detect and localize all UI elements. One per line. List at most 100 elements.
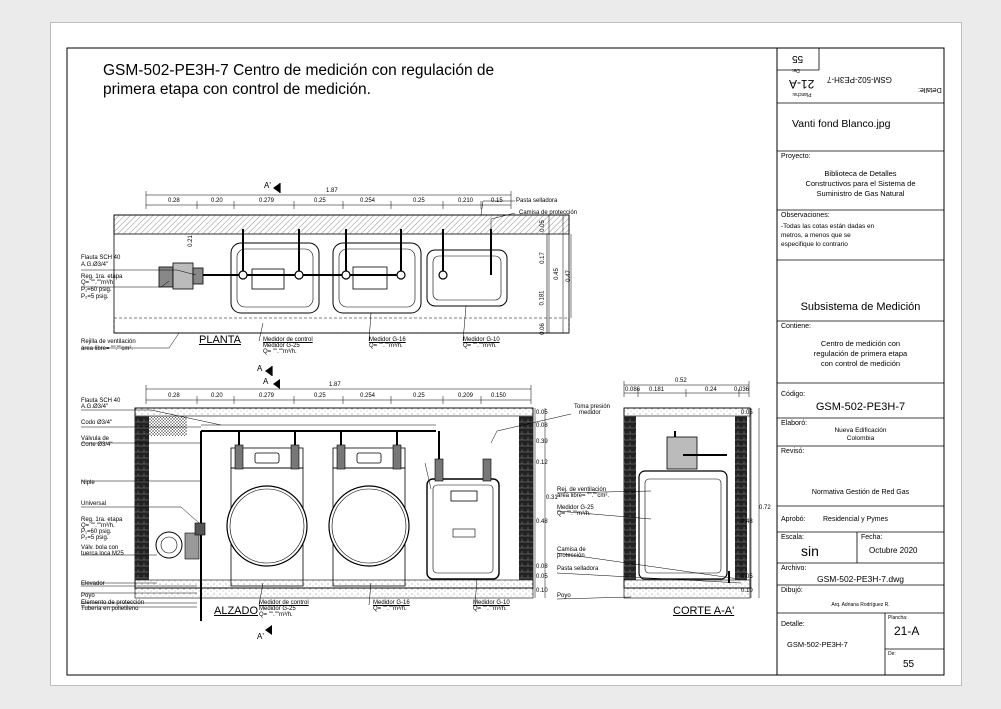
- dim-label: 0.20: [211, 393, 223, 399]
- dim-vert: 0.05: [536, 410, 548, 416]
- dim-label: 0.15: [491, 198, 503, 204]
- dim-vert: 0.05: [741, 410, 753, 416]
- dim-vert: 0.48: [741, 519, 753, 525]
- label-alz-med16: Medidor G-16: [373, 600, 410, 606]
- label-alz-med10: Medidor G-10: [473, 600, 510, 606]
- label-reg-q: Q= "".""m³/h.: [81, 280, 115, 286]
- tb-archivo: GSM-502-PE3H-7.dwg: [817, 574, 904, 584]
- tb-aprobo: Residencial y Pymes: [823, 516, 888, 523]
- label-valv-bola-2: tuerca loca M25: [81, 551, 124, 557]
- dim-vert: 0.10: [741, 588, 753, 594]
- label-flauta: Flauta SCH 40: [81, 255, 121, 261]
- dim-vert: 0.48: [536, 519, 548, 525]
- technical-drawing: [66, 47, 945, 676]
- tb-elaboro: Colombia: [846, 435, 875, 442]
- section-marker-a-prime-bottom: A': [257, 632, 264, 641]
- dim-vert: 0.05: [539, 220, 546, 232]
- label-rej-2: área libre= "".""cm².: [557, 493, 610, 499]
- label-rejilla: Rejilla de ventilación: [81, 339, 136, 345]
- tb-dibujo-lbl: Dibujó:: [781, 587, 803, 594]
- label-reg-alz-q: Q= "".""m³/h.: [81, 523, 115, 529]
- tb-contiene: con control de medición: [820, 359, 901, 368]
- dim-vert: 0.10: [536, 588, 548, 594]
- label-med-ctrl: Medidor de control: [263, 337, 313, 343]
- tb-proyecto: Constructivos para el Sistema de: [805, 179, 916, 188]
- tb-elaboro-lbl: Elaboró:: [781, 420, 808, 427]
- dim-label: 0.28: [168, 393, 180, 399]
- tb-proyecto: Suministro de Gas Natural: [816, 189, 905, 198]
- tb-rot-plancha: 21-A: [789, 77, 815, 91]
- label-alz-med-ctrl: Medidor de control: [259, 600, 309, 606]
- label-med10: Medidor G-10: [463, 337, 500, 343]
- tb-elaboro: Nueva Edificación: [834, 427, 887, 434]
- tb-plancha: 21-A: [894, 624, 920, 638]
- label-med16-2: Q= "".""m³/h.: [369, 343, 403, 349]
- section-marker-a-prime-top: A': [264, 181, 271, 190]
- tb-rot-de-lbl: De:: [792, 67, 800, 73]
- dim-vert: 0.17: [539, 252, 546, 264]
- tb-detalle-lbl: Detalle:: [781, 621, 805, 628]
- dim-label: 0.25: [413, 198, 425, 204]
- label-med10-2: Q= "".""m³/h.: [463, 343, 497, 349]
- dim-vert: 0.72: [759, 505, 771, 511]
- dim-total-alzado: 1.87: [329, 382, 341, 388]
- label-reg-p2: P₂=5 psig.: [81, 294, 109, 300]
- tb-subsistema: Subsistema de Medición: [800, 301, 921, 313]
- dim-label: 0.036: [734, 387, 750, 393]
- view-title-alzado: ALZADO: [214, 605, 259, 617]
- dim-label: 0.254: [360, 393, 376, 399]
- dim-total-planta: 1.87: [326, 188, 338, 194]
- tb-escala-lbl: Escala:: [781, 534, 804, 541]
- tb-de-lbl: De:: [888, 651, 896, 657]
- dim-vert: 0.12: [536, 460, 548, 466]
- label-poyo-2: Poyo: [557, 593, 571, 599]
- tb-obs: metros, a menos que se: [781, 232, 851, 239]
- label-elemento: Elemento de protección: [81, 600, 145, 606]
- label-rej: Rej. de ventilación: [557, 487, 607, 493]
- label-valv-bola: Válv. bola con: [81, 545, 119, 551]
- label-medg25-2: Q= "".""m³/h.: [557, 511, 591, 517]
- label-flauta-2: A.G.Ø3/4": [81, 262, 109, 268]
- tb-obs-lbl: Observaciones:: [781, 212, 830, 219]
- label-tuberia: Tubería en polietileno: [81, 606, 139, 612]
- dim-vert: 0.181: [539, 290, 546, 306]
- dim-label: 0.25: [413, 393, 425, 399]
- sheet-title-line1: GSM-502-PE3H-7 Centro de medición con re…: [103, 62, 495, 79]
- label-reg: Reg. 1ra. etapa: [81, 274, 123, 280]
- dim-vert: 0.08: [536, 423, 548, 429]
- label-rejilla-2: área libre= "".""cm².: [81, 346, 134, 352]
- label-reg-alz-p1: P₁=60 psig.: [81, 529, 112, 535]
- label-valvula: Válvula de: [81, 436, 110, 442]
- label-camisa: Camisa de protección: [519, 210, 578, 216]
- label-alz-med16-2: Q= "".""m³/h.: [373, 606, 407, 612]
- tb-contiene-lbl: Contiene:: [781, 323, 811, 330]
- dim-label: 0.210: [458, 198, 474, 204]
- tb-contiene: regulación de primera etapa: [813, 349, 908, 358]
- tb-codigo-lbl: Código:: [781, 391, 806, 398]
- dim-vert: 0.06: [539, 323, 546, 335]
- tb-reviso-lbl: Revisó:: [781, 448, 805, 455]
- label-alz-med10-2: Q= "".""m³/h.: [473, 606, 507, 612]
- label-pasta: Pasta selladora: [516, 198, 558, 204]
- label-medg25: Medidor G-25: [557, 505, 594, 511]
- label-flauta-alz-2: A.G.Ø3/4": [81, 404, 109, 410]
- tb-contiene: Centro de medición con: [820, 339, 901, 348]
- tb-plancha-lbl: Plancha:: [888, 615, 908, 621]
- tb-fecha: Octubre 2020: [869, 546, 918, 555]
- label-camisa-alz-2: protección: [557, 553, 585, 559]
- label-elevador: Elevador: [81, 581, 105, 587]
- label-alz-med-ctrl-2: Medidor G-25: [259, 606, 296, 612]
- dim-label: 0.25: [314, 198, 326, 204]
- dim-label: 0.20: [211, 198, 223, 204]
- tb-logo: Vanti fond Blanco.jpg: [792, 118, 891, 130]
- label-valvula-2: Corte Ø3/4": [81, 442, 113, 448]
- dim-label: 0.25: [314, 393, 326, 399]
- dim-label: 0.28: [168, 198, 180, 204]
- tb-rot-de: 55: [792, 53, 804, 64]
- tb-reviso: Normativa Gestión de Red Gas: [811, 489, 910, 496]
- dim-label: 0.150: [491, 393, 507, 399]
- dim-vert: 0.05: [536, 574, 548, 580]
- tb-proyecto-lbl: Proyecto:: [781, 153, 811, 160]
- sheet-title-line2: primera etapa con control de medición.: [103, 81, 371, 98]
- planta-view: [81, 183, 572, 376]
